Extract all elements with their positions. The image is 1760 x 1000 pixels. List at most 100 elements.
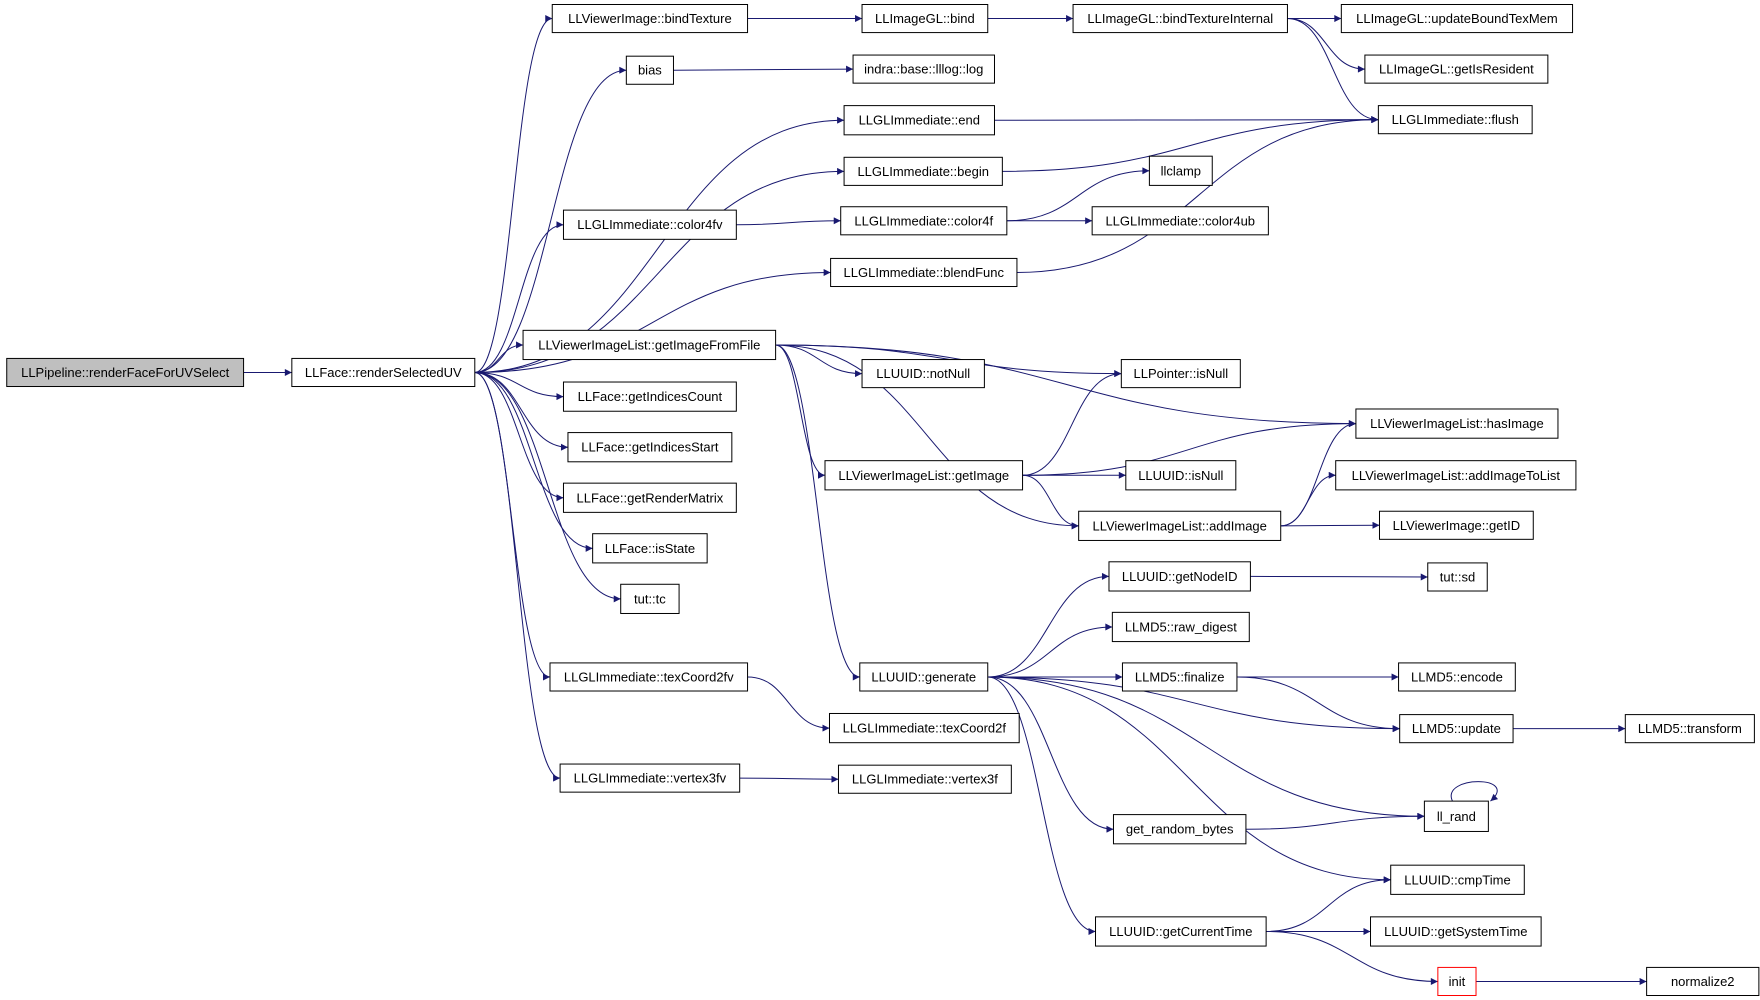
node-generate[interactable]: LLUUID::generate: [859, 662, 989, 692]
node-vertex3fv[interactable]: LLGLImmediate::vertex3fv: [559, 763, 741, 793]
node-box: [567, 432, 733, 463]
node-addImageToList[interactable]: LLViewerImageList::addImageToList: [1335, 460, 1577, 491]
node-getImage[interactable]: LLViewerImageList::getImage: [824, 460, 1024, 491]
edges-layer: [243, 15, 1647, 985]
node-label: LLViewerImageList::getImage: [838, 468, 1009, 483]
node-renderSelectedUV[interactable]: LLFace::renderSelectedUV: [291, 357, 476, 388]
node-label: indra::base::lllog::log: [864, 62, 983, 77]
node-bindTextureInternal[interactable]: LLImageGL::bindTextureInternal: [1072, 3, 1288, 34]
edge-color4f-to-llclamp: [1006, 167, 1150, 222]
node-box: [562, 209, 737, 240]
node-label: LLViewerImageList::addImage: [1092, 518, 1266, 533]
edge-renderSelectedUV-to-color4fv: [474, 221, 564, 373]
edge-getImageFromFile-to-generate: [775, 344, 860, 681]
edge-renderSelectedUV-to-getIndicesStart: [474, 371, 568, 451]
node-init[interactable]: init: [1437, 966, 1477, 997]
node-label: normalize2: [1671, 974, 1735, 989]
node-getNodeID[interactable]: LLUUID::getNodeID: [1108, 561, 1251, 592]
node-box: [1125, 460, 1237, 491]
node-getIsResident[interactable]: LLImageGL::getIsResident: [1364, 54, 1549, 84]
node-box: [1091, 206, 1269, 236]
edge-getImage-to-hasImage: [1022, 420, 1356, 476]
node-bindTexture[interactable]: LLViewerImage::bindTexture: [551, 3, 749, 34]
node-getRenderMatrix[interactable]: LLFace::getRenderMatrix: [562, 482, 737, 513]
node-getIndicesCount[interactable]: LLFace::getIndicesCount: [562, 381, 737, 412]
node-log[interactable]: indra::base::lllog::log: [852, 54, 995, 84]
edge-generate-to-ll_rand: [987, 676, 1425, 820]
node-cmpTime[interactable]: LLUUID::cmpTime: [1390, 864, 1525, 895]
node-box: [6, 357, 245, 388]
node-color4ub[interactable]: LLGLImmediate::color4ub: [1091, 206, 1269, 236]
node-glBegin[interactable]: LLGLImmediate::begin: [843, 156, 1003, 186]
node-getIndicesStart[interactable]: LLFace::getIndicesStart: [567, 432, 733, 463]
node-getID[interactable]: LLViewerImage::getID: [1378, 510, 1534, 540]
node-texCoord2f[interactable]: LLGLImmediate::texCoord2f: [828, 712, 1020, 744]
node-bias[interactable]: bias: [625, 55, 674, 85]
node-notNull[interactable]: LLUUID::notNull: [861, 359, 985, 389]
node-texCoord2fv[interactable]: LLGLImmediate::texCoord2fv: [549, 662, 749, 692]
edge-glEnd-to-flush: [994, 116, 1379, 124]
node-finalize[interactable]: LLMD5::finalize: [1121, 662, 1238, 692]
node-normalize2[interactable]: normalize2: [1646, 966, 1760, 997]
edge-texCoord2fv-to-texCoord2f: [747, 676, 830, 732]
edge-renderSelectedUV-to-isState: [474, 371, 593, 552]
node-label: LLFace::getRenderMatrix: [577, 490, 724, 505]
node-label: LLPipeline::renderFaceForUVSelect: [21, 365, 229, 380]
node-glBind[interactable]: LLImageGL::bind: [861, 3, 989, 34]
edge-bias-to-log: [673, 65, 854, 73]
node-label: LLGLImmediate::vertex3fv: [574, 771, 727, 786]
node-color4fv[interactable]: LLGLImmediate::color4fv: [562, 209, 737, 240]
node-box: [1072, 3, 1288, 34]
edge-renderSelectedUV-to-tc: [474, 371, 621, 603]
node-box: [843, 156, 1003, 186]
node-blendFunc[interactable]: LLGLImmediate::blendFunc: [830, 257, 1018, 288]
node-updateBoundTexMem[interactable]: LLImageGL::updateBoundTexMem: [1340, 3, 1574, 34]
edge-generate-to-getCurrentTime: [987, 676, 1096, 935]
node-glEnd[interactable]: LLGLImmediate::end: [843, 105, 995, 136]
node-isState[interactable]: LLFace::isState: [592, 533, 708, 564]
node-box: [625, 55, 674, 85]
node-vertex3f[interactable]: LLGLImmediate::vertex3f: [837, 764, 1012, 794]
node-encode[interactable]: LLMD5::encode: [1398, 662, 1516, 692]
node-box: [1112, 814, 1247, 845]
edge-glBegin-to-flush: [1002, 116, 1379, 172]
node-uuidIsNull[interactable]: LLUUID::isNull: [1125, 460, 1237, 491]
node-box: [1340, 3, 1574, 34]
node-box: [840, 206, 1008, 236]
node-llclamp[interactable]: llclamp: [1148, 155, 1213, 186]
node-label: LLImageGL::updateBoundTexMem: [1356, 11, 1558, 26]
node-label: LLGLImmediate::texCoord2fv: [564, 669, 734, 684]
node-sd[interactable]: tut::sd: [1427, 562, 1488, 592]
node-label: LLGLImmediate::texCoord2f: [843, 721, 1007, 736]
node-color4f[interactable]: LLGLImmediate::color4f: [840, 206, 1008, 236]
node-box: [1095, 916, 1267, 947]
node-getImageFromFile[interactable]: LLViewerImageList::getImageFromFile: [522, 329, 777, 361]
node-label: llclamp: [1161, 163, 1201, 178]
edge-generate-to-cmpTime: [987, 676, 1391, 884]
node-label: LLViewerImage::getID: [1393, 518, 1520, 533]
node-tc[interactable]: tut::tc: [620, 583, 680, 614]
node-ptrIsNull[interactable]: LLPointer::isNull: [1120, 359, 1241, 389]
node-box: [1398, 662, 1516, 692]
node-label: LLImageGL::bindTextureInternal: [1087, 11, 1273, 26]
edge-getImageFromFile-to-notNull: [775, 344, 863, 378]
node-update[interactable]: LLMD5::update: [1399, 714, 1514, 744]
node-get_random_bytes[interactable]: get_random_bytes: [1112, 814, 1247, 845]
node-box: [1377, 105, 1533, 135]
node-getSystemTime[interactable]: LLUUID::getSystemTime: [1370, 916, 1542, 947]
node-box: [1437, 966, 1477, 997]
edge-addImage-to-getID: [1280, 521, 1380, 529]
edge-generate-to-raw_digest: [987, 623, 1113, 678]
node-label: LLUUID::getSystemTime: [1384, 924, 1527, 939]
node-raw_digest[interactable]: LLMD5::raw_digest: [1111, 611, 1250, 643]
node-flush[interactable]: LLGLImmediate::flush: [1377, 105, 1533, 135]
node-transform[interactable]: LLMD5::transform: [1624, 714, 1755, 744]
node-label: LLImageGL::getIsResident: [1379, 62, 1534, 77]
node-renderFaceForUVSelect[interactable]: LLPipeline::renderFaceForUVSelect: [6, 357, 245, 388]
node-getCurrentTime[interactable]: LLUUID::getCurrentTime: [1095, 916, 1267, 947]
node-hasImage[interactable]: LLViewerImageList::hasImage: [1355, 408, 1559, 439]
edge-vertex3fv-to-vertex3f: [739, 775, 839, 783]
node-ll_rand[interactable]: ll_rand: [1423, 800, 1489, 832]
node-addImage[interactable]: LLViewerImageList::addImage: [1078, 510, 1282, 541]
node-box: [562, 482, 737, 513]
